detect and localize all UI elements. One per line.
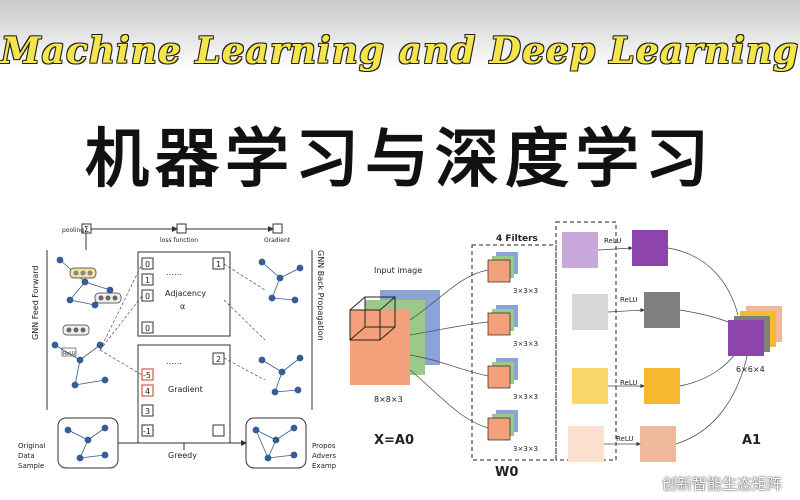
- filter-cube-3: [487, 358, 518, 389]
- adjacency-matrix: [137, 251, 231, 337]
- gradient-label-top: Gradient: [264, 237, 291, 244]
- cell-top-2: 1: [145, 276, 150, 285]
- cell-bottom-2: 4: [145, 387, 150, 396]
- input-image-label: Input image: [374, 266, 422, 275]
- original-label-2: Data: [18, 452, 35, 460]
- conv-out-gray: [572, 294, 608, 330]
- w0-label: W0: [495, 465, 518, 480]
- dots-bottom: ……: [166, 357, 182, 366]
- conv-out-peach: [568, 426, 604, 462]
- svg-text:Σ: Σ: [84, 225, 89, 234]
- cell-right-2: 2: [216, 355, 221, 364]
- title-english: Machine Learning and Deep Learning: [0, 30, 800, 72]
- filter-dim-2: 3×3×3: [513, 340, 538, 348]
- relu-out-gray: [644, 292, 680, 328]
- relu-label-3: ReLU: [620, 379, 638, 387]
- x-a0-label: X=A0: [374, 433, 414, 448]
- cell-right-1: 1: [216, 260, 221, 269]
- cell-bottom-1: -5: [143, 371, 151, 380]
- pooling-label: pooling: [62, 227, 84, 234]
- propos-label-3: Examp: [312, 462, 337, 470]
- out-dim-label: 6×6×4: [736, 365, 765, 374]
- relu-small-label: ReLU: [63, 351, 76, 357]
- gradient-label: Gradient: [168, 385, 203, 394]
- original-label-1: Original: [18, 442, 45, 450]
- alpha-label: α: [180, 302, 185, 311]
- filters-label: 4 Filters: [496, 234, 538, 244]
- a1-label: A1: [742, 433, 761, 448]
- loss-box: [176, 223, 187, 234]
- relu-label-4: ReLU: [616, 435, 634, 443]
- input-dim-label: 8×8×3: [374, 395, 403, 404]
- cell-top-3: 0: [145, 292, 150, 301]
- relu-label-2: ReLU: [620, 296, 638, 304]
- gnn-feed-forward-label: GNN Feed Forward: [31, 265, 40, 340]
- cnn-diagram: Input image 8×8×3 X=A0 4 Filters W0 3×3×…: [349, 221, 782, 480]
- gradient-box-top: [272, 223, 283, 234]
- filter-dim-4: 3×3×3: [513, 445, 538, 453]
- original-label-3: Sample: [18, 462, 44, 470]
- a1-channel-purple: [728, 320, 764, 356]
- cell-top-4: 0: [145, 324, 150, 333]
- adjacency-label: Adjacency: [165, 289, 206, 298]
- greedy-label: Greedy: [168, 451, 197, 460]
- conv-out-yellow: [572, 368, 608, 404]
- filter-cube-2: [487, 305, 518, 336]
- relu-out-purple: [632, 230, 668, 266]
- relu-out-peach: [640, 426, 676, 462]
- relu-label-1: ReLU: [604, 237, 622, 245]
- watermark: 创新智能生态矩阵: [661, 475, 782, 493]
- filter-dim-1: 3×3×3: [513, 287, 538, 295]
- gnn-back-propagation-label: GNN Back Propagation: [316, 250, 325, 341]
- conv-out-purple: [562, 232, 598, 268]
- relu-out-yellow: [644, 368, 680, 404]
- cell-bottom-3: 3: [145, 407, 150, 416]
- conv-output-box: [555, 221, 617, 461]
- title-chinese: 机器学习与深度学习: [85, 123, 715, 197]
- filter-dim-3: 3×3×3: [513, 393, 538, 401]
- propos-label-1: Propos: [312, 442, 336, 450]
- propos-label-2: Advers: [312, 452, 336, 460]
- gnn-diagram: pooling Σ loss function Gradient GNN Fee…: [18, 223, 337, 470]
- filter-cube-1: [487, 252, 518, 283]
- filter-cube-4: [487, 410, 518, 441]
- loss-function-label: loss function: [160, 237, 198, 244]
- cell-top-1: 0: [145, 260, 150, 269]
- dots-top: ……: [166, 268, 182, 277]
- cell-bottom-4: -1: [143, 427, 151, 436]
